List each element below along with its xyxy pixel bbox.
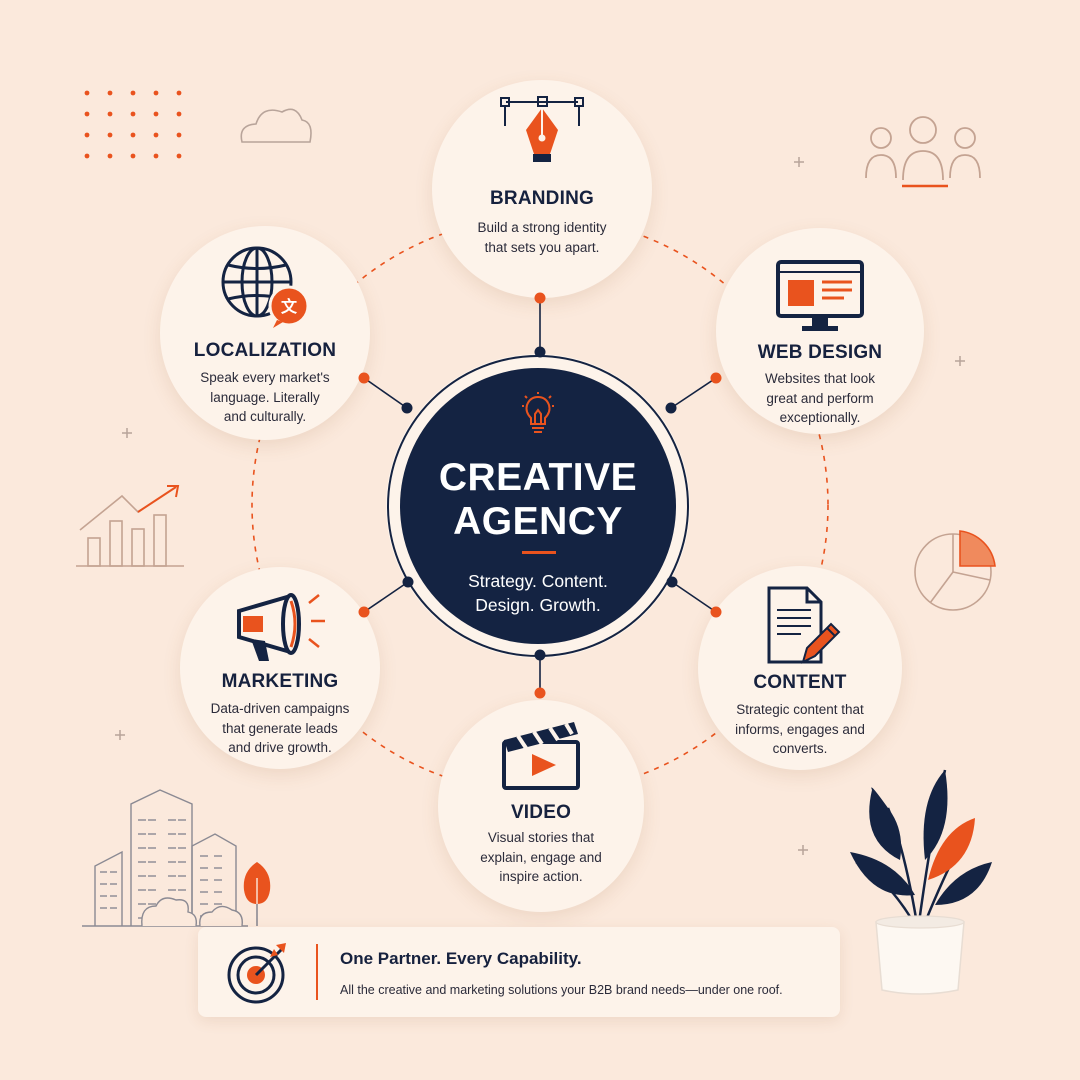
service-title: LOCALIZATION: [193, 340, 337, 361]
banner-text: All the creative and marketing solutions…: [340, 983, 783, 997]
lightbulb-icon: [522, 392, 554, 433]
plus-signs: [115, 157, 965, 855]
service-description: Data-driven campaigns that generate lead…: [210, 701, 350, 755]
grid-dot: [176, 132, 182, 138]
document-pencil-icon: [767, 586, 841, 664]
translate-glyph: 文: [281, 297, 298, 316]
clapperboard-icon: [502, 722, 580, 790]
service-description: Speak every market's language. Literally…: [200, 370, 330, 424]
grid-dot: [84, 153, 90, 159]
dot-grid: [84, 90, 182, 159]
grid-dot: [153, 90, 159, 96]
grid-dot: [176, 111, 182, 117]
grid-dot: [84, 111, 90, 117]
plant-icon: [850, 769, 992, 995]
service-card-branding[interactable]: BRANDING Build a strong identity that se…: [432, 80, 652, 298]
megaphone-icon: [237, 593, 325, 661]
service-description: Strategic content that informs, engages …: [735, 702, 865, 756]
banner-title: One Partner. Every Capability.: [340, 949, 582, 968]
pie-chart-icon: [914, 530, 996, 611]
grid-dot: [130, 90, 136, 96]
target-icon: [227, 943, 286, 1004]
connector-line: [363, 377, 408, 409]
grid-dot: [153, 153, 159, 159]
service-title: BRANDING: [490, 188, 594, 209]
hub-core: CREATIVE AGENCY Strategy. Content. Desig…: [400, 368, 676, 644]
grid-dot: [130, 111, 136, 117]
grid-dot: [107, 132, 113, 138]
pen-nib-icon: [500, 96, 584, 162]
grid-dot: [84, 90, 90, 96]
buildings-icon: [82, 789, 248, 927]
service-title: WEB DESIGN: [757, 342, 883, 363]
grid-dot: [107, 153, 113, 159]
service-description: Websites that look great and perform exc…: [764, 371, 876, 425]
grid-dot: [107, 111, 113, 117]
hub-divider: [522, 551, 556, 554]
connector-line: [671, 581, 717, 613]
service-description: Visual stories that explain, engage and …: [480, 830, 602, 884]
service-description: Build a strong identity that sets you ap…: [477, 220, 607, 255]
hub-title: CREATIVE AGENCY: [438, 456, 638, 543]
grid-dot: [107, 90, 113, 96]
monitor-icon: [776, 260, 864, 331]
service-card-video[interactable]: VIDEO Visual stories that explain, engag…: [438, 700, 644, 912]
grid-dot: [130, 153, 136, 159]
bar-chart-icon: [76, 485, 184, 567]
service-title: MARKETING: [221, 671, 339, 692]
banner-divider: [316, 944, 318, 1000]
service-card-marketing[interactable]: MARKETING Data-driven campaigns that gen…: [180, 567, 380, 769]
service-card-localization[interactable]: 文 LOCALIZATION Speak every market's lang…: [160, 226, 370, 440]
hub-circle: CREATIVE AGENCY Strategy. Content. Desig…: [386, 354, 690, 658]
hub-tagline: Strategy. Content. Design. Growth.: [468, 571, 608, 615]
tree-icon: [243, 862, 271, 926]
grid-dot: [153, 111, 159, 117]
grid-dot: [84, 132, 90, 138]
grid-dot: [130, 132, 136, 138]
bottom-banner: One Partner. Every Capability. All the c…: [198, 927, 840, 1017]
grid-dot: [153, 132, 159, 138]
connector-line: [363, 581, 409, 613]
globe-translate-icon: 文: [221, 246, 310, 328]
grid-dot: [176, 153, 182, 159]
service-card-content[interactable]: CONTENT Strategic content that informs, …: [698, 566, 902, 770]
service-card-web-design[interactable]: WEB DESIGN Websites that look great and …: [716, 228, 924, 434]
people-icon: [865, 116, 981, 188]
grid-dot: [176, 90, 182, 96]
service-title: VIDEO: [510, 802, 572, 823]
connector-line: [670, 377, 717, 409]
service-title: CONTENT: [753, 672, 847, 693]
cloud-icon: [240, 108, 312, 143]
connectors: [363, 298, 717, 693]
